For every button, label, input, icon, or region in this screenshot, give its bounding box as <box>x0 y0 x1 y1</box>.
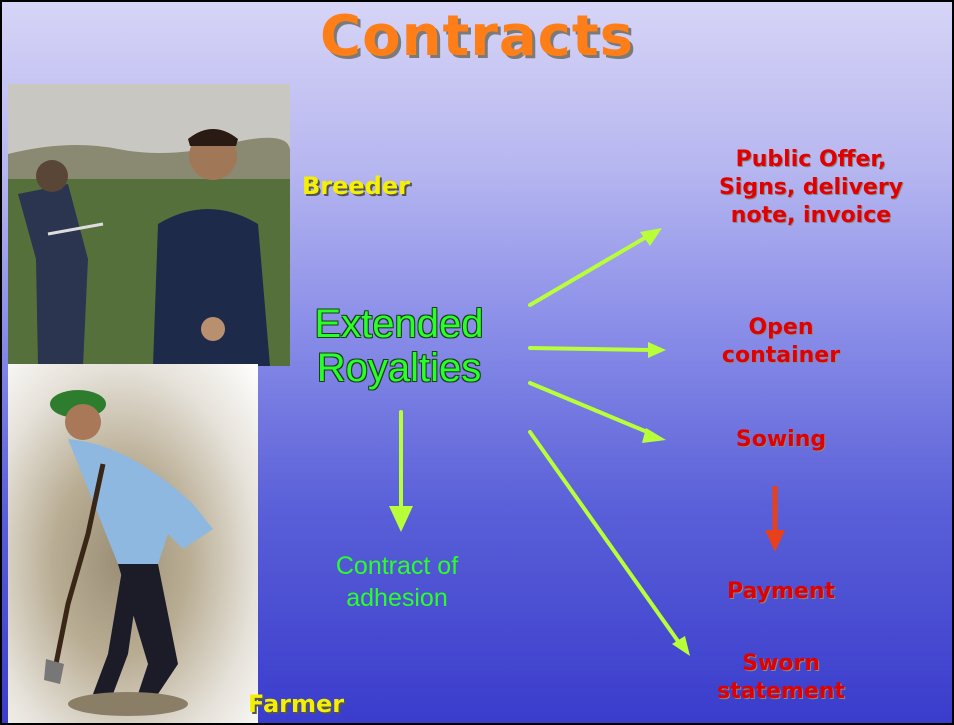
sworn-line1: Sworn <box>742 651 820 676</box>
contract-line2: adhesion <box>346 584 448 612</box>
arrowhead-payment <box>765 530 785 552</box>
arrow-to-sowing <box>528 381 654 436</box>
sowing-text: Sowing <box>735 427 827 452</box>
payment-text: Payment <box>726 579 836 604</box>
open-container-line1: Open <box>748 315 814 340</box>
center-line2: Royalties <box>316 346 482 390</box>
arrowhead-open-container <box>648 342 666 358</box>
farmer-photo <box>8 364 258 723</box>
contract-line1: Contract of <box>335 552 459 580</box>
public-offer-line3: note, invoice <box>730 203 892 228</box>
arrowhead-sworn-statement <box>672 636 690 656</box>
public-offer-line1: Public Offer, <box>735 147 887 172</box>
arrow-to-open-container <box>528 346 654 352</box>
slide-title: Contracts <box>320 4 634 69</box>
breeder-photo <box>8 84 290 366</box>
public-offer-text: Public Offer, Signs, delivery note, invo… <box>666 146 952 230</box>
extended-royalties: Extended Royalties <box>284 302 514 390</box>
arrowhead-contract <box>389 506 413 532</box>
sworn-statement-text: Sworn statement <box>666 650 896 706</box>
breeder-label: Breeder <box>302 172 410 200</box>
open-container-line2: container <box>721 343 841 368</box>
sworn-line2: statement <box>717 679 845 704</box>
arrow-to-sworn-statement <box>528 430 682 646</box>
center-line1: Extended <box>314 302 484 346</box>
open-container-text: Open container <box>666 314 896 370</box>
public-offer-line2: Signs, delivery <box>718 175 904 200</box>
arrowhead-public-offer <box>640 228 662 246</box>
contract-of-adhesion: Contract of adhesion <box>292 550 502 614</box>
arrow-to-public-offer <box>528 234 650 307</box>
arrowhead-sowing <box>642 428 666 443</box>
farmer-label: Farmer <box>248 690 345 718</box>
